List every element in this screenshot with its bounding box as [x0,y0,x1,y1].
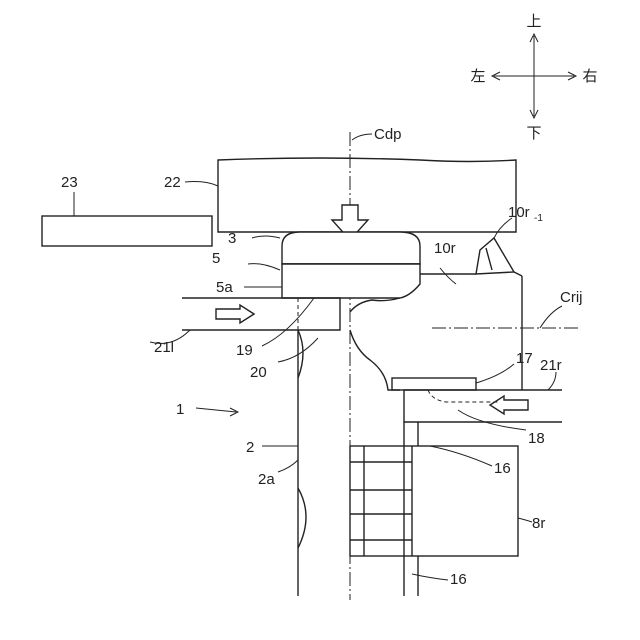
direction-left-label: 左 [470,68,485,85]
label-2: 2 [246,439,254,456]
label-5: 5 [212,250,220,267]
direction-up-label: 上 [526,13,541,30]
label-5a: 5a [216,279,233,296]
leader-19 [262,298,314,346]
block-23 [42,216,212,246]
pusher-21l [182,298,340,330]
label-23: 23 [61,174,78,191]
tab-10r-1-inner [486,248,492,270]
label-1: 1 [176,401,184,418]
tab-10r-1 [476,238,514,274]
pusher-21r-arrow [490,396,528,414]
leader-2a [278,460,298,472]
label-21l: 21l [154,339,174,356]
label-2a: 2a [258,471,275,488]
leader-17 [476,364,514,383]
label-20: 20 [250,364,267,381]
label-16-lower: 16 [450,571,467,588]
leader-21r [548,372,556,390]
part-17 [392,378,476,390]
part-3 [282,232,420,264]
hidden-line-17 [428,390,500,402]
leader-18 [458,410,526,430]
label-16-upper: 16 [494,460,511,477]
leader-22 [185,182,218,187]
part-5a [282,264,420,298]
label-10r-1: 10r [508,204,530,221]
leader-cdp [352,134,372,140]
leader-10r [440,268,456,284]
label-8r: 8r [532,515,545,532]
label-18: 18 [528,430,545,447]
leader-10r-1 [494,218,512,238]
label-crij: Crij [560,289,583,306]
label-17: 17 [516,350,533,367]
direction-down-label: 下 [526,125,541,142]
leader-1 [196,408,236,412]
label-cdp: Cdp [374,126,402,143]
label-3: 3 [228,230,236,247]
tab-10r-1-tip [514,272,522,276]
lens-lower [298,488,306,548]
pusher-21l-arrow [216,305,254,323]
leader-crij [540,306,562,328]
label-10r-1-subscript: -1 [534,213,543,224]
label-22: 22 [164,174,181,191]
part-5a-underside [350,298,400,312]
direction-indicator: 上 下 左 右 [470,13,597,142]
label-19: 19 [236,342,253,359]
direction-right-label: 右 [582,68,597,85]
leader-16-upper [430,446,492,466]
leader-3 [252,236,280,238]
label-21r: 21r [540,357,562,374]
pusher-21r [404,390,562,422]
label-10r: 10r [434,240,456,257]
leader-8r [518,518,532,522]
leader-5 [248,264,280,270]
